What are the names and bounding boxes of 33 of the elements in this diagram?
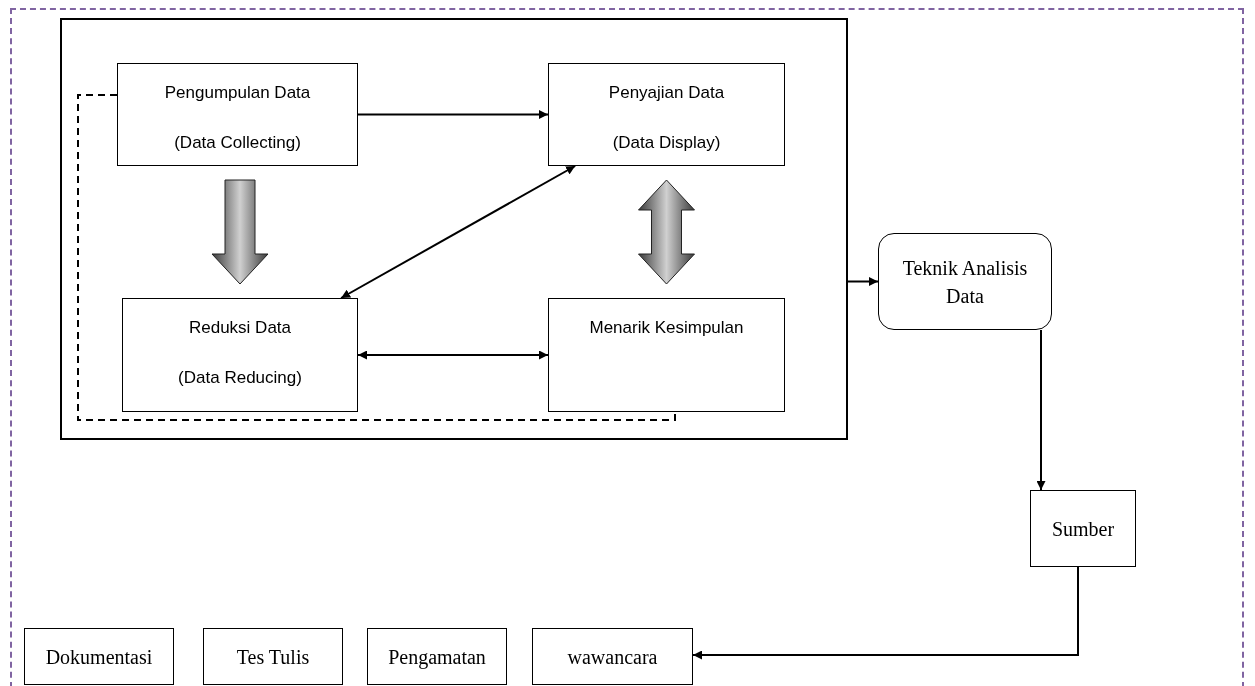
dashed-connector xyxy=(77,94,676,421)
arrow xyxy=(1036,329,1046,491)
node-text: Reduksi Data xyxy=(188,317,292,339)
process-box xyxy=(24,628,174,685)
node-text: Sumber xyxy=(1051,516,1115,542)
node-text: Dokumentasi xyxy=(45,644,153,670)
arrow xyxy=(340,165,577,299)
arrow xyxy=(357,350,549,360)
process-box xyxy=(203,628,343,685)
block-arrow xyxy=(211,179,269,285)
group-frame xyxy=(60,18,848,440)
process-box xyxy=(532,628,693,685)
process-box xyxy=(122,298,358,412)
node-text: Pengumpulan Data xyxy=(164,82,311,104)
process-box xyxy=(117,63,358,166)
node-text: Teknik Analisis Data xyxy=(901,255,1029,309)
process-box xyxy=(548,298,785,412)
process-box xyxy=(548,63,785,166)
arrow xyxy=(357,110,549,119)
node-text: wawancara xyxy=(567,644,658,670)
node-text: (Data Reducing) xyxy=(178,366,302,389)
arrow xyxy=(692,566,1079,660)
process-box xyxy=(367,628,507,685)
node-text: Penyajian Data xyxy=(608,82,725,104)
node-text: (Data Collecting) xyxy=(174,131,301,154)
process-box xyxy=(1030,490,1136,567)
node-text: Tes Tulis xyxy=(236,644,310,670)
arrow xyxy=(847,277,879,286)
node-text: Menarik Kesimpulan xyxy=(589,317,744,339)
node-text: (Data Display) xyxy=(612,131,721,154)
rounded-process-box xyxy=(878,233,1052,330)
block-arrow xyxy=(638,179,695,285)
node-text: Pengamatan xyxy=(388,644,486,671)
